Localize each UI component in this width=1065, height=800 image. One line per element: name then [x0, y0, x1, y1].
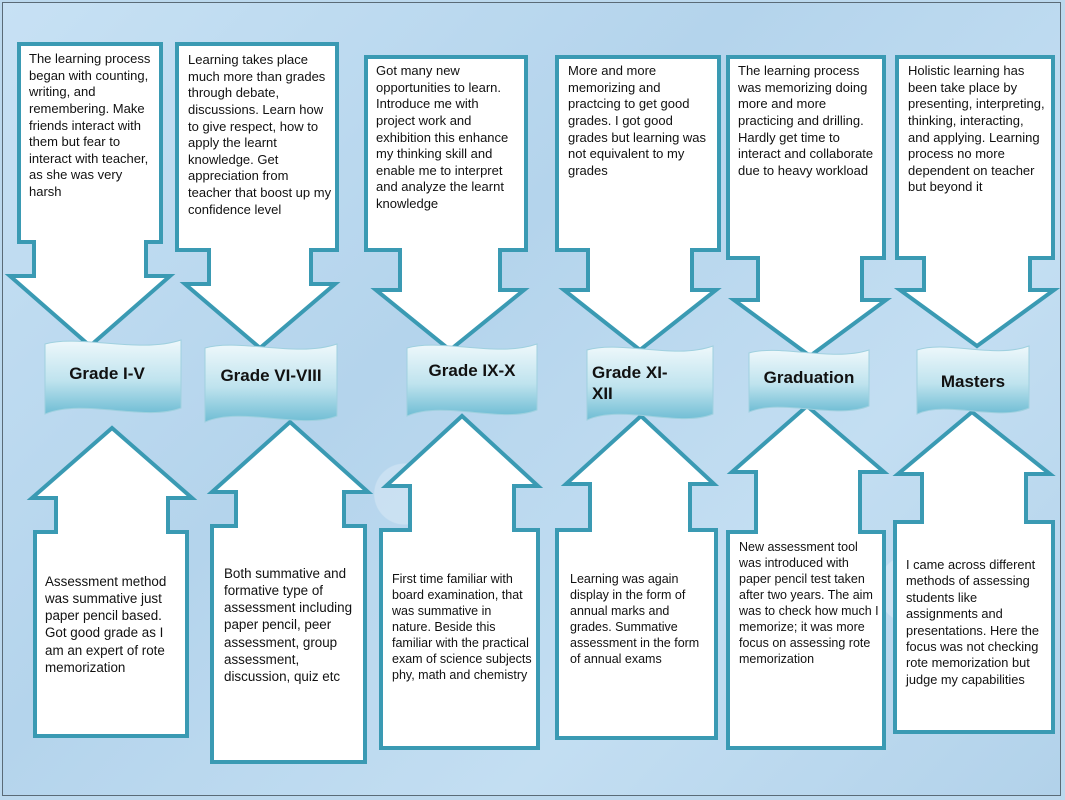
learning-text-grade-11-12: More and more memorizing and practcing t… [568, 63, 707, 178]
learning-text-grade-6-8: Learning takes place much more than grad… [188, 52, 332, 217]
assessment-text-grade-1-5: Assessment method was summative just pap… [45, 574, 167, 675]
top-arrow-5 [726, 55, 893, 359]
banner-scroll-shape [44, 339, 182, 415]
assessment-text-masters: I came across different methods of asses… [906, 557, 1040, 687]
bottom-arrow-2 [206, 419, 374, 764]
banner-scroll-shape [748, 349, 870, 413]
top-arrow-2 [175, 42, 341, 351]
assessment-text-grade-11-12: Learning was again display in the form o… [570, 572, 700, 666]
stage-banner-graduation: Graduation [748, 348, 870, 418]
bottom-arrow-3 [379, 413, 544, 750]
top-arrow-6 [893, 55, 1061, 349]
top-arrow-4 [555, 55, 722, 353]
stage-name: Grade VI-VIII [220, 366, 322, 385]
stage-name: Grade I-V [69, 364, 145, 383]
stage-name: Graduation [763, 368, 855, 387]
bottom-arrow-4 [555, 413, 720, 740]
assessment-text-grade-9-10: First time familiar with board examinati… [392, 572, 532, 682]
banner-scroll-shape [406, 343, 538, 417]
stage-name: Grade XI-XII [592, 363, 668, 404]
bottom-arrow-6 [892, 409, 1056, 734]
bottom-arrow-1 [26, 425, 198, 738]
banner-scroll-shape [204, 343, 338, 423]
bottom-arrow-5 [726, 403, 890, 750]
stage-banner-grade-9-10: Grade IX-X [406, 342, 538, 422]
learning-text-grade-1-5: The learning process began with counting… [29, 51, 151, 199]
stage-name: Masters [940, 372, 1006, 391]
stage-banner-grade-6-8: Grade VI-VIII [204, 342, 338, 428]
assessment-text-grade-6-8: Both summative and formative type of ass… [224, 566, 353, 684]
banner-scroll-shape [586, 345, 714, 421]
top-arrow-3 [364, 55, 530, 353]
top-arrow-1 [4, 42, 176, 349]
stage-banner-masters: Masters [916, 344, 1030, 420]
stage-name: Grade IX-X [428, 361, 516, 380]
assessment-text-graduation: New assessment tool was introduced with … [739, 540, 879, 666]
learning-text-graduation: The learning process was memorizing doin… [738, 63, 874, 178]
banner-scroll-shape [916, 345, 1030, 415]
stage-banner-grade-11-12: Grade XI-XII [586, 344, 714, 426]
stage-banner-grade-1-5: Grade I-V [44, 338, 182, 420]
learning-text-masters: Holistic learning has been take place by… [908, 63, 1045, 195]
learning-text-grade-9-10: Got many new opportunities to learn. Int… [376, 63, 509, 211]
